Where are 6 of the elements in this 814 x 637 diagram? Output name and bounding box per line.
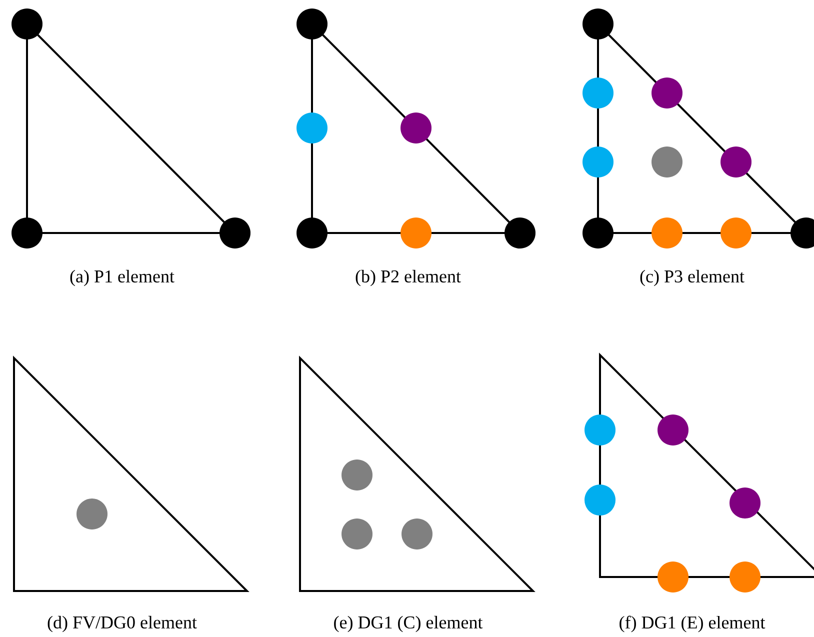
caption: (f) DG1 (E) element	[620, 616, 766, 632]
caption: (e) DG1 (C) element	[334, 616, 483, 632]
caption: (a) P1 element	[70, 270, 174, 286]
caption: (b) P2 element	[356, 270, 461, 286]
caption: (d) FV/DG0 element	[48, 616, 197, 632]
caption: (c) P3 element	[640, 270, 744, 286]
